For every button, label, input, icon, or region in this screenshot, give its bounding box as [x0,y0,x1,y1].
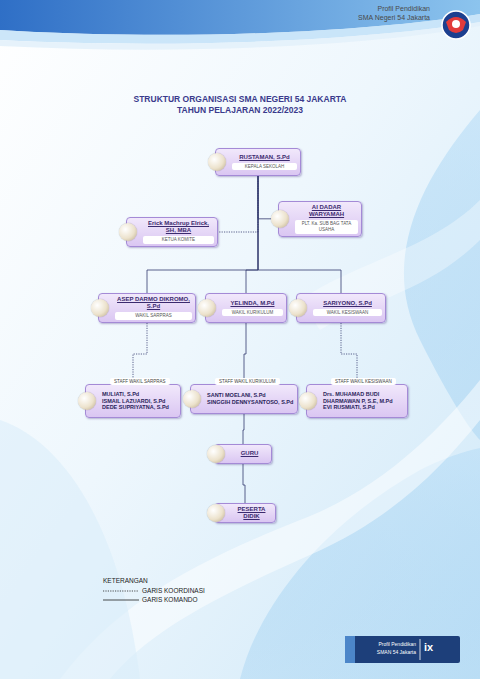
sphere-ornament [208,153,226,171]
header-stripe [0,14,480,44]
footer-divider [420,639,421,660]
position-title: WAKIL KURIKULUM [222,309,283,317]
sphere-ornament [299,392,317,410]
org-connector [341,323,357,384]
sphere-ornament [207,504,225,522]
sphere-ornament [91,299,109,317]
sphere-ornament [78,392,96,410]
legend-sample [103,597,139,603]
position-box: RUSTAMAN, S.PdKEPALA SEKOLAH [215,148,301,176]
footer-box [345,636,460,663]
footer-text: Profil Pendidikan [350,641,416,647]
school-logo [442,11,470,39]
legend-item: GARIS KOMANDO [103,596,198,603]
legend-line [103,590,139,591]
position-title: KETUA KOMITE [143,236,214,244]
position-box: ASEP DARMO DIKROMO, S.PdWAKIL SARPRAS [98,293,196,323]
legend-line [103,599,139,600]
person-name: YELINDA, M.Pd [222,300,283,307]
position-box: SARIYONO, S.PdWAKIL KESISWAAN [296,293,386,323]
staff-name: DEDE SUPRIYATNA, S.Pd [102,404,177,411]
staff-box: STAFF WAKIL KURIKULUMSANTI MOELANI, S.Pd… [190,384,298,414]
footer-text: SMAN 54 Jakarta [350,649,416,655]
sphere-ornament [183,390,201,408]
staff-name: SINGGIH DENNYSANTOSO, S.Pd [207,399,294,406]
org-connector [243,464,245,503]
staff-heading: STAFF WAKIL SARPRAS [110,378,170,385]
staff-box: STAFF WAKIL SARPRASMULIATI, S.PdISMAIL L… [85,384,181,418]
header-stripe [0,22,480,50]
school-logo [446,17,466,33]
staff-name: EVI RUSMIATI, S.Pd [323,404,404,411]
person-name: SARIYONO, S.Pd [313,300,382,307]
sphere-ornament [198,299,216,317]
person-name: ASEP DARMO DIKROMO, S.Pd [115,296,192,310]
legend-sample [103,588,139,594]
position-box: Erick Machrup Elrick, SH, MBA KETUA KOMIT… [126,217,218,247]
school-logo [452,20,460,28]
position-box: GURU [214,444,272,464]
person-name: Erick Machrup Elrick, SH, MBA [143,220,214,234]
staff-heading: STAFF WAKIL KESISWAAN [331,378,396,385]
footer-box [345,636,355,663]
sphere-ornament [289,299,307,317]
staff-box: STAFF WAKIL KESISWAANDrs. MUHAMAD BUDI D… [306,384,408,418]
org-connector [246,176,258,293]
position-title: KEPALA SEKOLAH [232,163,297,171]
position-title: WAKIL KESISWAAN [313,309,382,317]
position-title: PLT. Ka. SUB BAG TATA USAHA [295,220,358,233]
org-connector [218,176,258,232]
person-name: PESERTA DIDIK [231,506,272,520]
position-box: YELINDA, M.PdWAKIL KURIKULUM [205,293,287,323]
staff-name: SANTI MOELANI, S.Pd [207,392,294,399]
staff-name: ISMAIL LAZUARDI, S.Pd [102,398,177,405]
org-connector [133,323,147,384]
legend-label: GARIS KOORDINASI [142,587,205,594]
position-box: PESERTA DIDIK [214,503,276,523]
sphere-ornament [207,445,225,463]
sphere-ornament [271,210,289,228]
legend-heading: KETERANGAN [103,577,183,585]
diagram-title: STRUKTUR ORGANISASI SMA NEGERI 54 JAKART… [118,94,362,117]
staff-name: Drs. MUHAMAD BUDI DHARMAWAN P, S.E, M.Pd [323,391,404,404]
background-wave [0,420,140,679]
position-box: AI DADAR WARYAMAH PLT. Ka. SUB BAG TATA U… [278,201,362,237]
person-name: AI DADAR WARYAMAH [295,204,358,218]
header-text: Profil Pendidikan [290,5,430,13]
staff-heading: STAFF WAKIL KURIKULUM [215,378,280,385]
legend-item: GARIS KOORDINASI [103,587,205,594]
org-connector [244,323,246,384]
position-title: WAKIL SARPRAS [115,312,192,320]
footer-text: ix [424,641,454,654]
staff-name: MULIATI, S.Pd [102,391,177,398]
person-name: GURU [231,450,268,457]
person-name: RUSTAMAN, S.Pd [232,154,297,161]
org-connector [243,414,244,444]
sphere-ornament [119,223,137,241]
header-text: SMA Negeri 54 Jakarta [290,14,430,22]
legend-label: GARIS KOMANDO [142,596,198,603]
